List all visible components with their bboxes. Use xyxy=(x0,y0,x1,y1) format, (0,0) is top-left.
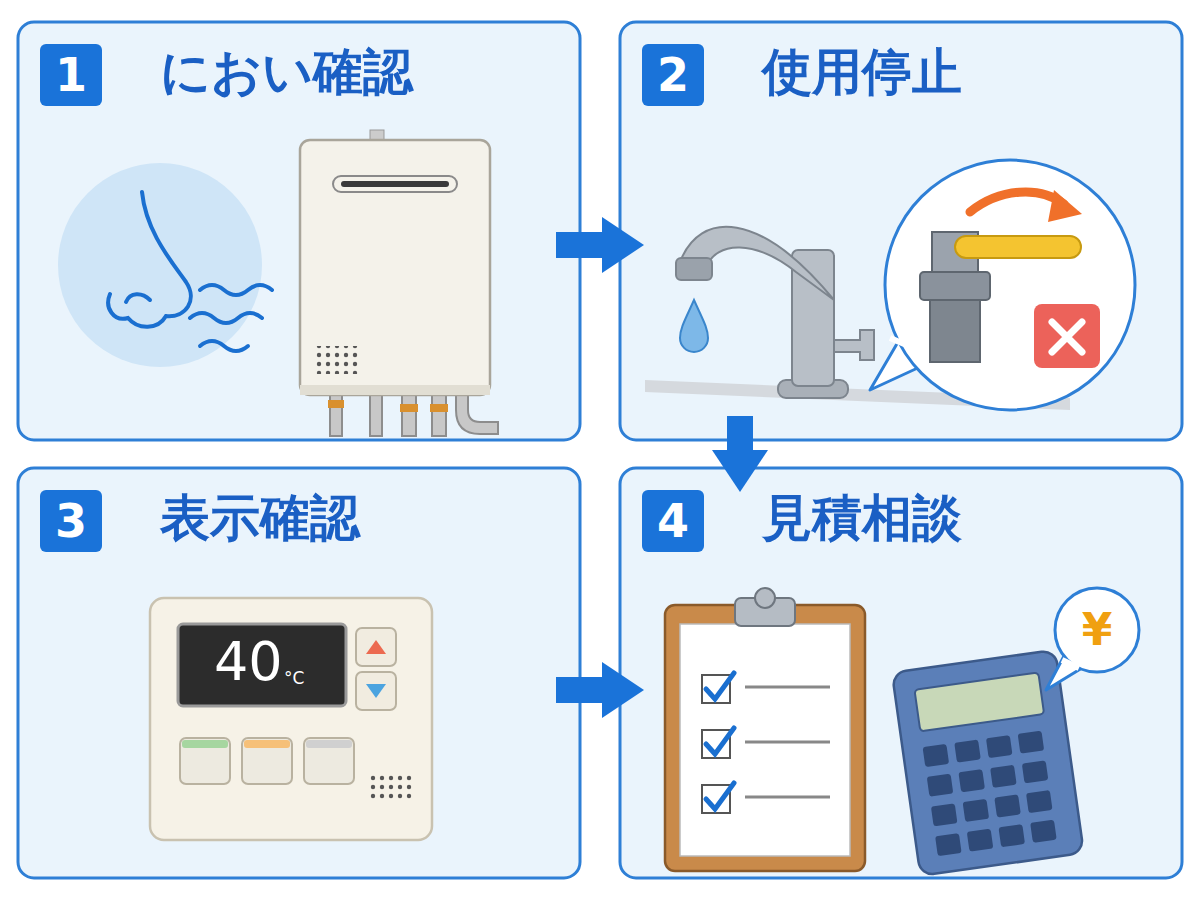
temperature-unit: °C xyxy=(284,668,304,688)
step-number: 2 xyxy=(642,44,704,106)
step-number: 4 xyxy=(642,490,704,552)
step-panel: 4 見積相談 xyxy=(620,468,1182,878)
remote-controller xyxy=(150,598,432,840)
flow-arrow xyxy=(556,677,602,703)
step-panel: 2 使用停止 xyxy=(620,22,1182,440)
panel-grounds xyxy=(18,22,1182,878)
nose-icon xyxy=(58,163,272,367)
step-title: 使用停止 xyxy=(762,36,962,108)
step-number: 1 xyxy=(40,44,102,106)
step-panel: 1 におい確認 xyxy=(18,22,580,440)
valve-bubble xyxy=(870,160,1135,410)
flow-arrow xyxy=(727,416,753,450)
calculator xyxy=(892,650,1084,876)
temperature-value: 40 xyxy=(214,630,283,695)
step-title: におい確認 xyxy=(160,36,413,108)
step-number: 3 xyxy=(40,490,102,552)
water-heater xyxy=(300,130,498,436)
flow-arrow xyxy=(556,232,602,258)
clipboard xyxy=(665,588,865,871)
yen-sign: ¥ xyxy=(1082,604,1113,657)
step-title: 見積相談 xyxy=(762,482,962,554)
step-title: 表示確認 xyxy=(160,482,360,554)
yen-bubble xyxy=(1046,588,1139,690)
